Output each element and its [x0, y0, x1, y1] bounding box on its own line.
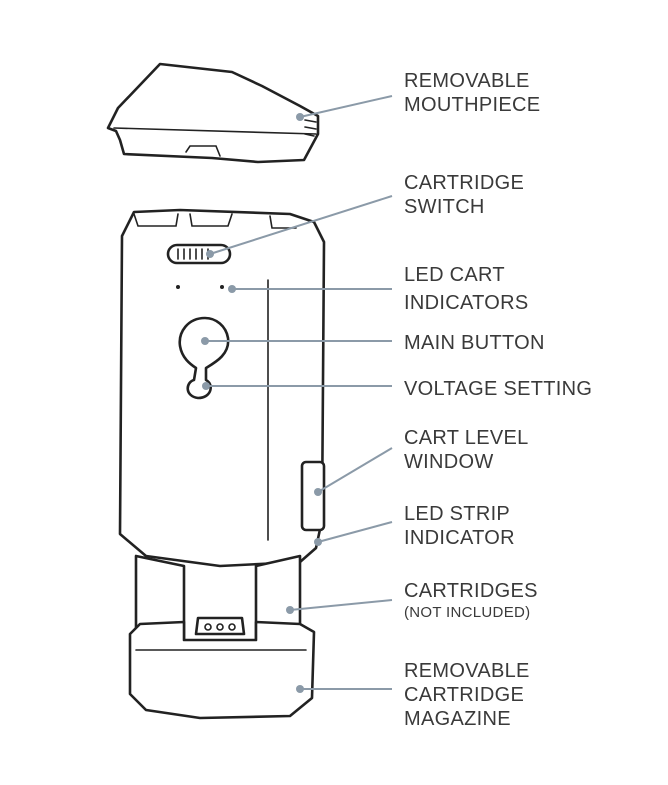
- label-line: REMOVABLE: [404, 660, 530, 682]
- label-line: CARTRIDGE: [404, 684, 525, 706]
- label-voltage-setting: VOLTAGE SETTING: [404, 377, 592, 401]
- device-body: [118, 208, 326, 568]
- label-line: CARTRIDGE: [404, 172, 525, 194]
- label-line-small: (NOT INCLUDED): [404, 604, 531, 621]
- label-line: LED STRIP: [404, 503, 511, 525]
- label-line: REMOVABLE: [404, 70, 530, 92]
- label-cartridges: CARTRIDGES (NOT INCLUDED): [404, 579, 538, 623]
- label-line: MAGAZINE: [404, 708, 511, 730]
- label-line: INDICATORS: [404, 292, 529, 314]
- label-line: MAIN BUTTON: [404, 332, 545, 354]
- label-line: VOLTAGE SETTING: [404, 378, 593, 400]
- label-line: MOUTHPIECE: [404, 94, 541, 116]
- label-led-cart-indicators: LED CART INDICATORS: [404, 261, 529, 317]
- label-main-button: MAIN BUTTON: [404, 331, 545, 355]
- magazine-drawing: [128, 616, 316, 720]
- label-line: CARTRIDGES: [404, 580, 538, 602]
- label-cart-level-window: CART LEVEL WINDOW: [404, 426, 529, 474]
- label-line: INDICATOR: [404, 527, 515, 549]
- label-removable-mouthpiece: REMOVABLE MOUTHPIECE: [404, 69, 540, 117]
- label-cartridge-switch: CARTRIDGE SWITCH: [404, 171, 524, 219]
- cartridges-drawing: [134, 554, 302, 642]
- leader-lines: [201, 95, 393, 693]
- label-line: SWITCH: [404, 196, 485, 218]
- label-line: LED CART: [404, 264, 505, 286]
- label-removable-cartridge-magazine: REMOVABLE CARTRIDGE MAGAZINE: [404, 659, 530, 731]
- label-line: CART LEVEL: [404, 427, 529, 449]
- label-line: WINDOW: [404, 451, 494, 473]
- label-led-strip-indicator: LED STRIP INDICATOR: [404, 502, 515, 550]
- mouthpiece-drawing: [106, 62, 320, 164]
